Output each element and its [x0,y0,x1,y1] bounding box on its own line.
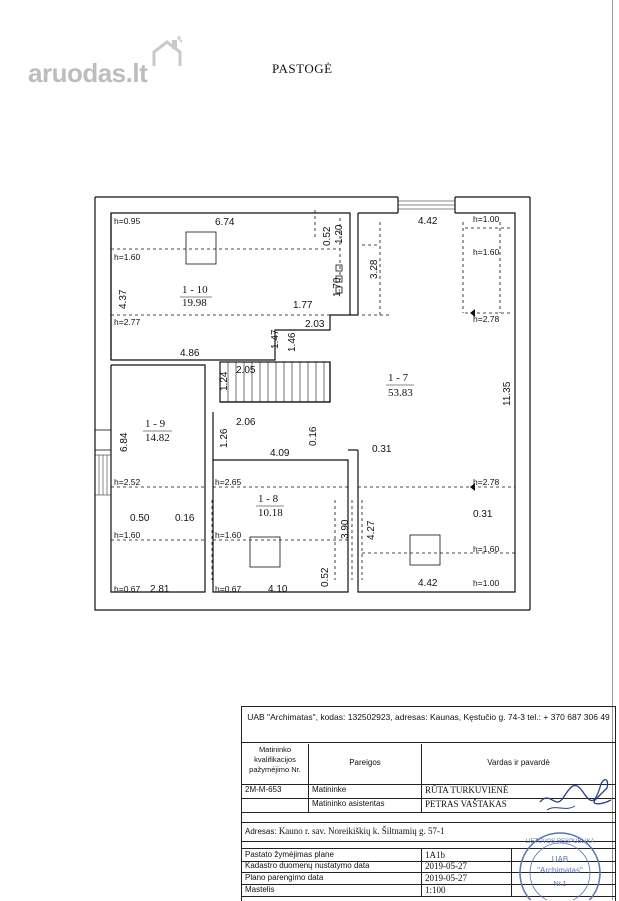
dim-0-52-b: 0.52 [320,567,331,587]
height-1-60-c: h=1.60 [114,530,141,540]
dim-0-31-a: 0.31 [372,444,392,455]
height-1-60-a: h=1.60 [114,252,141,262]
company-line: UAB "Archimatas", kodas: 132502923, adre… [242,707,615,743]
room-1-8-area: 10.18 [258,507,283,519]
height-0-67-a: h=0.67 [114,584,141,594]
room-1-8-id: 1 - 8 [258,493,279,505]
dim-4-27: 4.27 [366,520,377,540]
dim-1-70: 1.70 [332,277,343,297]
signature-image [539,778,612,811]
dim-1-47: 1.47 [270,329,281,349]
dim-2-06: 2.06 [236,417,256,428]
height-2-78-b: h=2.78 [473,477,500,487]
tb-address-label: Adresas: [245,827,277,836]
dim-4-42-top: 4.42 [418,216,438,227]
room-1-10-area: 19.98 [182,297,207,309]
dim-0-52: 0.52 [322,226,333,246]
tb-info-row-1: Pastato žymėjimas plane 1A1b [242,848,615,862]
room-1-9-id: 1 - 9 [145,418,166,430]
tb-info-value-2: 2019-05-27 [422,860,512,872]
dim-2-03: 2.03 [305,319,325,330]
dim-4-10: 4.10 [268,584,288,595]
height-1-60-d: h=1.60 [215,530,242,540]
tb-info-label-1: Pastato žymėjimas plane [242,849,422,861]
height-1-60-e: h=1.60 [473,544,500,554]
tb-info-row-4: Mastelis 1:100 [242,884,615,897]
dim-2-81: 2.81 [150,584,170,595]
tb-info-value-1: 1A1b [422,849,512,861]
tb-info-label-4: Mastelis [242,884,422,896]
tb-info-value-3: 2019-05-27 [422,872,512,884]
height-2-78-a: h=2.78 [473,314,500,324]
floor-plan: 6.74 0.52 1.20 4.42 4.37 1.70 3.28 1.77 … [94,196,531,611]
tb-address-row: Adresas: Kauno r. sav. Noreikiškių k. Ši… [242,822,615,842]
height-1-00-a: h=1.00 [473,214,500,224]
tb-person-row-2: Matininko asistentas PETRAS VAŠTAKAS [242,798,615,813]
dim-1-77: 1.77 [293,300,313,311]
height-1-60-b: h=1.60 [473,247,500,257]
dim-0-50: 0.50 [130,513,150,524]
tb-info-label-3: Plano parengimo data [242,872,422,884]
tb-position-2: Matininko asistentas [309,798,422,812]
tb-info-row-2: Kadastro duomenų nustatymo data 2019-05-… [242,860,615,873]
svg-text:Nr.1: Nr.1 [554,881,567,888]
watermark-logo: aruodas.lt [28,58,148,88]
walls [94,196,531,611]
room-1-7-id: 1 - 7 [388,372,409,384]
dim-0-16-b: 0.16 [175,513,195,524]
dim-3-90: 3.90 [340,519,351,539]
tb-col-position: Pareigos [309,744,422,784]
svg-text:LIETUVOS RESPUBLIKA: LIETUVOS RESPUBLIKA [525,839,594,845]
page-edge [612,0,613,900]
height-0-95: h=0.95 [114,216,141,226]
dim-3-28: 3.28 [369,259,380,279]
tb-col-qualification: Matininko kvalifikacijos pažymėjimo Nr. [242,744,309,784]
height-1-00-b: h=1.00 [473,578,500,588]
svg-text:UAB: UAB [552,855,568,864]
dim-1-24: 1.24 [219,371,230,391]
dim-6-84: 6.84 [119,432,130,452]
dashed-guides [111,210,515,580]
tb-empty-cell [242,798,309,812]
tb-col-name: Vardas ir pavardė [487,758,550,767]
dim-4-37: 4.37 [118,289,129,309]
tb-address-value: Kauno r. sav. Noreikiškių k. Šiltnamių g… [278,826,445,836]
dim-1-46: 1.46 [287,332,298,352]
dim-1-26: 1.26 [219,428,230,448]
dim-4-09: 4.09 [270,448,290,459]
dim-6-74: 6.74 [215,217,235,228]
dim-11-35: 11.35 [502,381,513,406]
tb-person-row-1: 2M-M-653 Matininke RŪTA TURKUVIENĖ [242,784,615,799]
tb-header-row: Matininko kvalifikacijos pažymėjimo Nr. … [242,744,615,785]
company-stamp: LIETUVOS RESPUBLIKA UAB "Archimatas" Nr.… [519,832,601,900]
svg-text:"Archimatas": "Archimatas" [537,866,583,875]
tb-info-row-3: Plano parengimo data 2019-05-27 [242,872,615,885]
height-2-52: h=2.52 [114,477,141,487]
room-1-10-id: 1 - 10 [182,284,208,296]
tb-position-1: Matininke [309,784,422,798]
tb-info-value-4: 1:100 [422,884,512,896]
tb-name-1: RŪTA TURKUVIENĖ [425,785,509,795]
height-2-65: h=2.65 [215,477,242,487]
chimney-vents [335,264,343,294]
dim-2-05: 2.05 [236,365,256,376]
height-2-77: h=2.77 [114,317,141,327]
page-title: PASTOGĖ [272,61,333,76]
dim-4-86: 4.86 [180,348,200,359]
room-1-9-area: 14.82 [145,432,170,444]
tb-info-label-2: Kadastro duomenų nustatymo data [242,860,422,872]
tb-qualification-no: 2M-M-653 [242,784,309,798]
markers [470,309,475,491]
title-block: UAB "Archimatas", kodas: 132502923, adre… [241,706,616,901]
dim-1-20: 1.20 [334,224,345,244]
tb-name-2: PETRAS VAŠTAKAS [425,799,507,809]
height-0-67-b: h=0.67 [215,584,242,594]
dim-0-16-a: 0.16 [308,426,319,446]
skylights [185,231,441,568]
room-1-7-area: 53.83 [388,387,413,399]
house-icon [152,36,183,66]
dim-0-31-b: 0.31 [473,509,493,520]
dim-4-42-bottom: 4.42 [418,578,438,589]
